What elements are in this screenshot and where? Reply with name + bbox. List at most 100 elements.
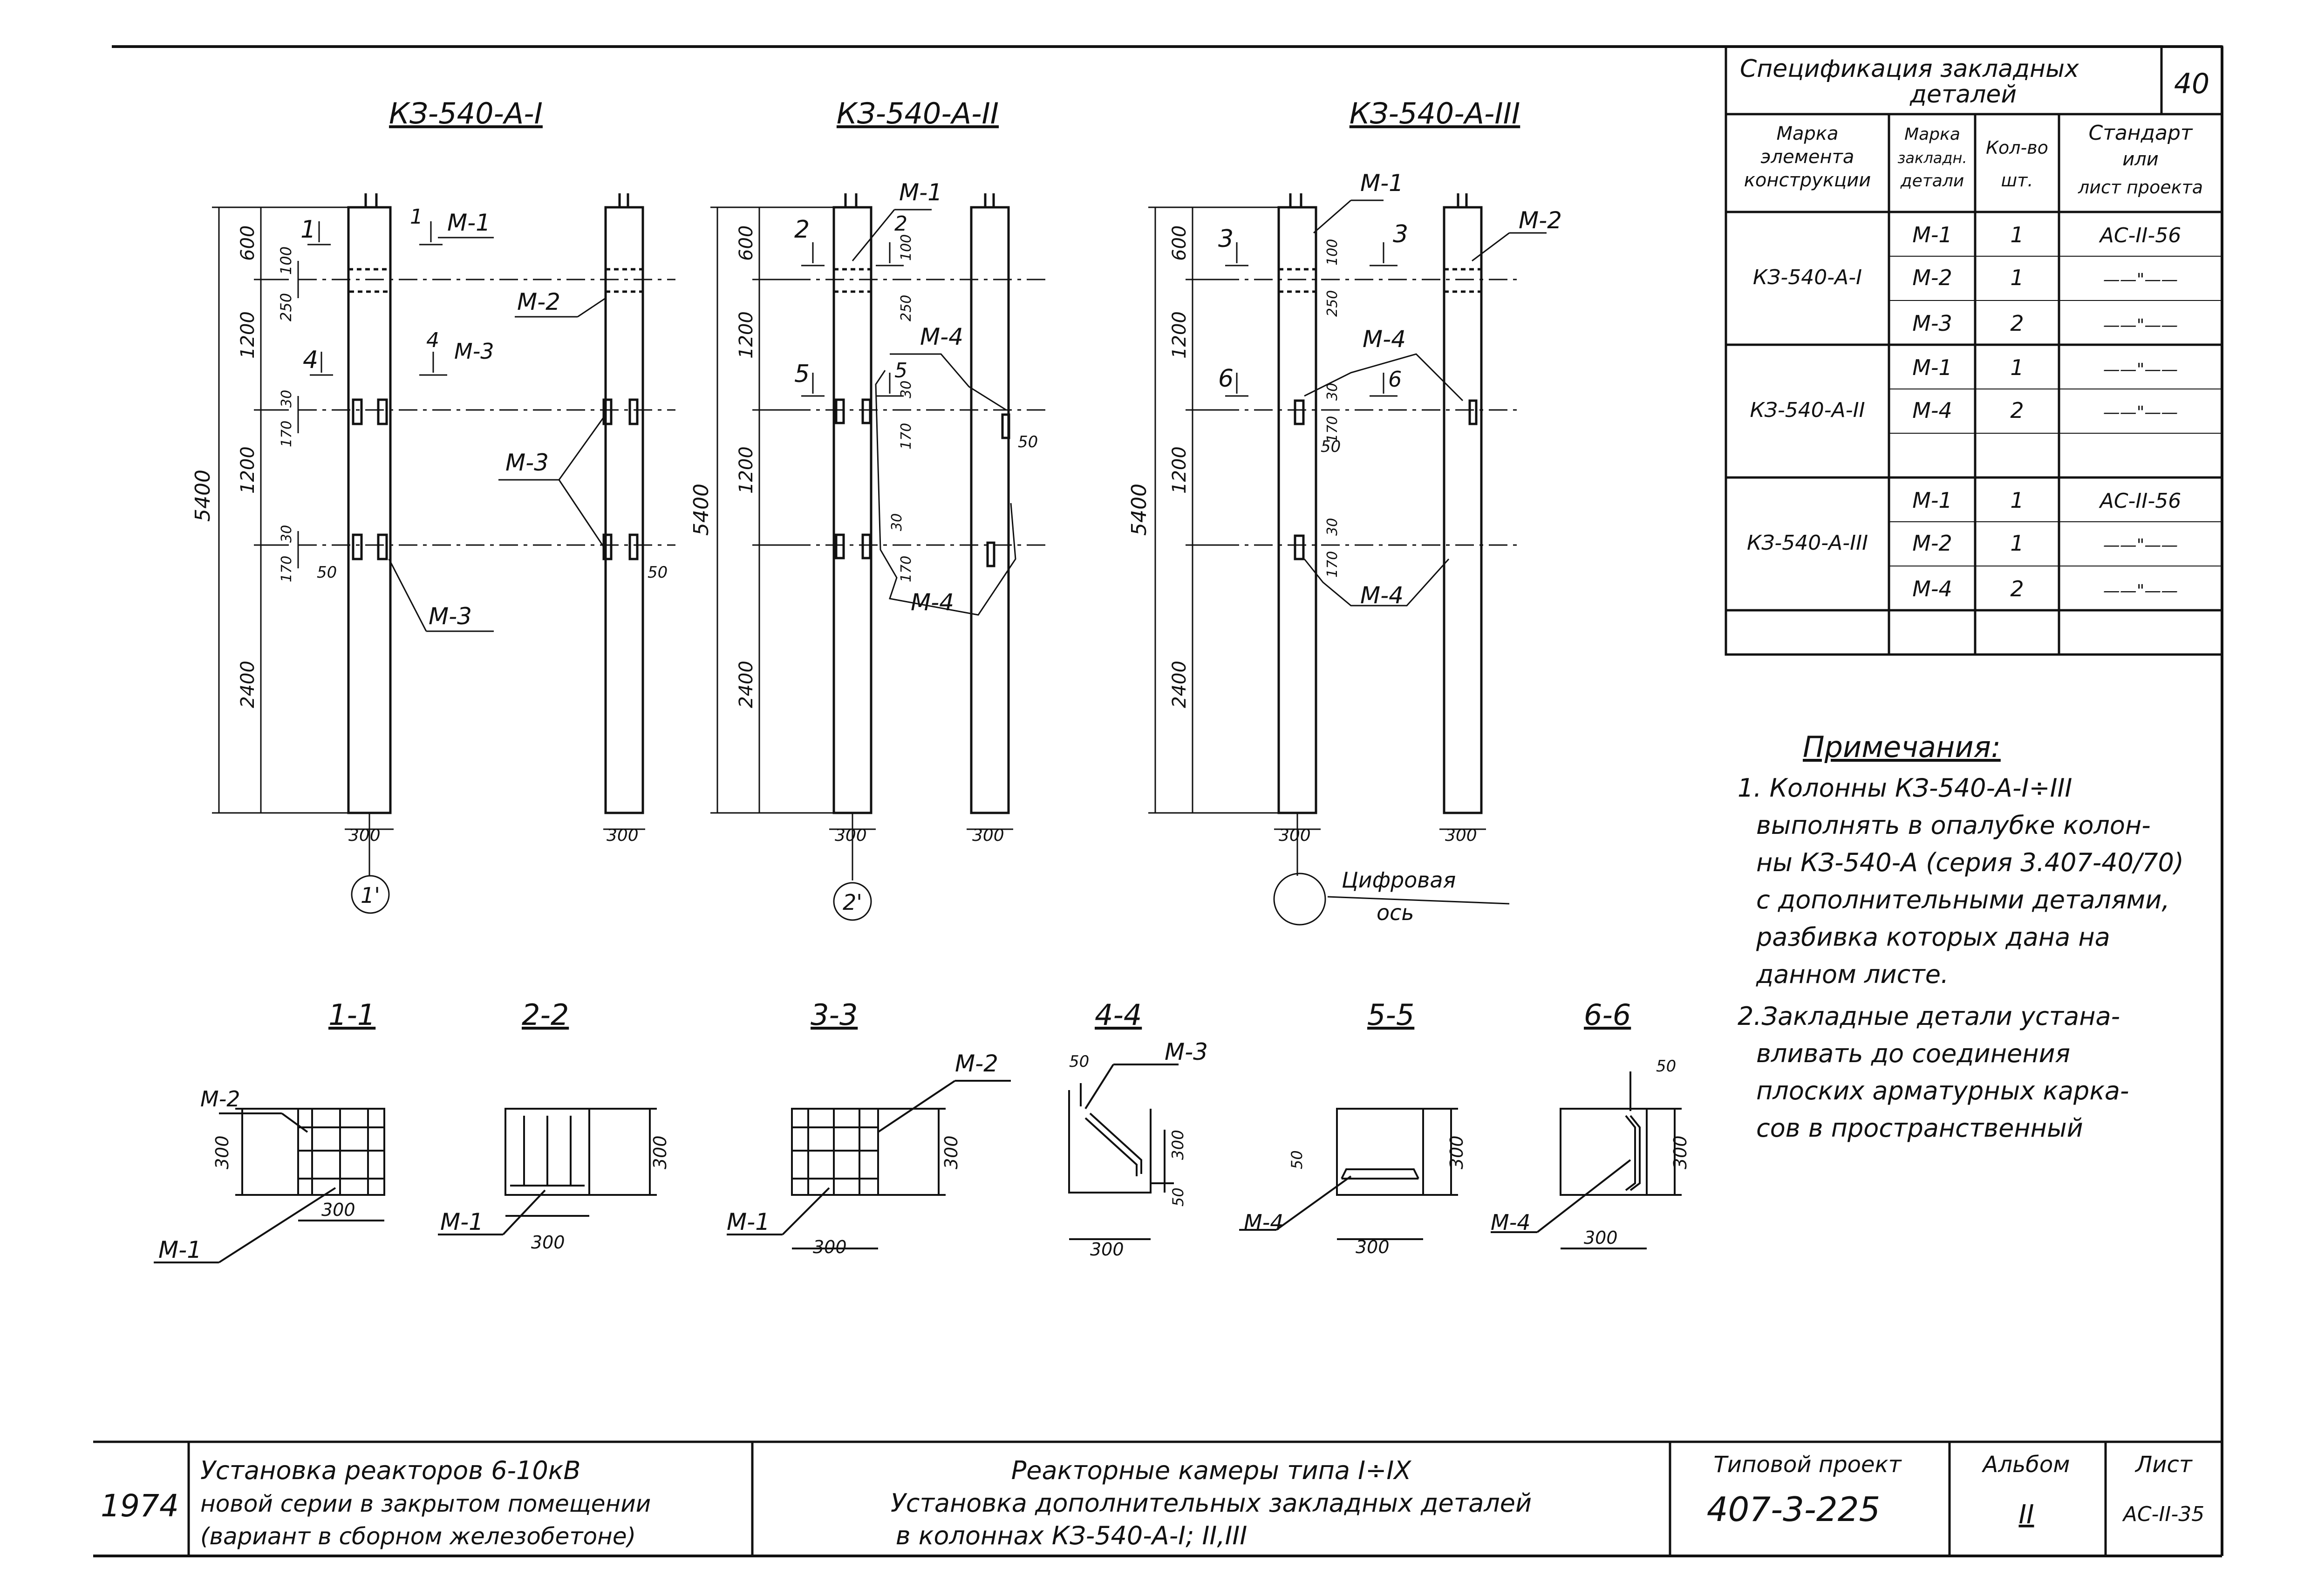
section-1-1-label: 1-1 (328, 998, 375, 1032)
notes-line-1: 1. Колонны КЗ-540-А-I÷III (1738, 773, 2072, 803)
section-2-2-label: 2-2 (522, 998, 569, 1032)
dim-30-3a: 30 (1324, 383, 1341, 401)
notes: Примечания: 1. Колонны КЗ-540-А-I÷III вы… (1738, 730, 2184, 1143)
notes-line-3: ны КЗ-540-А (серия 3.407-40/70) (1756, 848, 2184, 877)
dim-1200-3b: 1200 (1169, 446, 1190, 494)
spec-g3-r2-mark: М-2 (1912, 531, 1952, 556)
cut-mark-4-right: 4 (426, 328, 439, 352)
section-3-3: 3-3 М-2 М-1 300 300 (727, 998, 1011, 1257)
dim-1200-1b: 1200 (237, 446, 259, 494)
spec-g2-r2-mark: М-4 (1912, 398, 1952, 423)
notes-line-9: плоских арматурных карка- (1756, 1076, 2129, 1105)
cut-mark-5-left: 5 (794, 360, 810, 388)
spec-g1-r2-qty: 1 (2010, 265, 2024, 290)
dim-250-2: 250 (898, 295, 914, 321)
notes-line-2: выполнять в опалубке колон- (1756, 811, 2151, 840)
section-6-6-mark-m4: М-4 (1491, 1210, 1531, 1235)
notes-line-5: разбивка которых дана на (1756, 922, 2110, 952)
section-4-4-dim-300h: 300 (1090, 1239, 1124, 1260)
section-2-2-dim-v: 300 (650, 1135, 670, 1169)
sections: 1-1 М-2 М-1 300 300 2-2 (154, 998, 1691, 1263)
dim-2400-2: 2400 (736, 661, 757, 708)
section-5-5: 5-5 М-4 50 300 300 (1239, 998, 1467, 1257)
spec-g3-r2-qty: 1 (2010, 531, 2024, 556)
section-3-3-dim-h: 300 (813, 1237, 847, 1257)
mark-m1-col1: М-1 (447, 209, 491, 236)
dim-2400-1: 2400 (237, 661, 259, 708)
spec-g3-r3-ref: ——"—— (2103, 581, 2178, 600)
spec-g2-r1-ref: ——"—— (2103, 360, 2178, 379)
section-3-3-dim-v: 300 (941, 1135, 961, 1169)
spec-h2-l1: Марка (1904, 125, 1960, 144)
title-album-label: Альбом (1982, 1452, 2070, 1478)
spec-h3-l2: шт. (2001, 170, 2033, 191)
cut-mark-3-right: 3 (1393, 220, 1408, 248)
dim-1200-2b: 1200 (736, 446, 757, 494)
notes-heading: Примечания: (1803, 730, 2001, 764)
spec-h4-l3: лист проекта (2078, 177, 2203, 198)
section-1-1-dim-v: 300 (212, 1135, 232, 1169)
dim-1200-1a: 1200 (237, 311, 259, 359)
spec-g3-r3-qty: 2 (2010, 576, 2024, 601)
column-title-3: КЗ-540-А-III (1350, 96, 1520, 130)
title-left-line1: Установка реакторов 6-10кВ (200, 1456, 580, 1485)
cut-mark-2-left: 2 (794, 216, 810, 244)
title-block: 1974 Установка реакторов 6-10кВ новой се… (93, 1440, 2222, 1556)
dim-100-2: 100 (898, 234, 914, 261)
dim-50-1a: 50 (317, 563, 337, 582)
section-6-6-dim-50: 50 (1656, 1057, 1676, 1076)
column-1-side (604, 206, 644, 814)
spec-g1-r3-mark: М-3 (1912, 311, 1952, 336)
mark-m3-col1-side: М-3 (505, 449, 549, 476)
section-4-4-label: 4-4 (1095, 998, 1142, 1032)
spec-title-line1: Спецификация закладных (1740, 55, 2079, 83)
dim-600-3: 600 (1169, 225, 1190, 261)
cut-mark-4-left: 4 (303, 346, 318, 374)
dim-30-1a: 30 (279, 390, 295, 408)
column-2-front (832, 206, 873, 814)
spec-g1-r2-mark: М-2 (1912, 265, 1952, 290)
section-6-6-dim-v: 300 (1670, 1135, 1691, 1169)
spec-title-line2: деталей (1909, 81, 2017, 109)
notes-line-10: сов в пространственный (1756, 1113, 2083, 1143)
section-1-1-mark-m2: М-2 (200, 1086, 240, 1112)
column-titles: КЗ-540-А-I КЗ-540-А-II КЗ-540-А-III (389, 96, 1520, 130)
column-1-front (347, 206, 392, 814)
mark-m2-col1: М-2 (517, 288, 560, 315)
title-center-line3: в колоннах КЗ-540-А-I; II,III (896, 1521, 1248, 1550)
mark-m4-col3-top: М-4 (1363, 326, 1406, 353)
section-3-3-label: 3-3 (811, 998, 858, 1032)
section-4-4: 4-4 М-3 50 300 50 300 (1068, 998, 1208, 1260)
section-6-6-label: 6-6 (1584, 998, 1631, 1032)
spec-g3-r1-ref: АС-II-56 (2099, 489, 2181, 513)
title-year: 1974 (101, 1488, 179, 1524)
section-1-1-mark-m1: М-1 (158, 1236, 202, 1263)
dim-1200-2a: 1200 (736, 311, 757, 359)
dim-170-3b: 170 (1324, 551, 1341, 578)
section-1-1-dim-h: 300 (321, 1200, 355, 1220)
title-album-value: II (2018, 1500, 2034, 1530)
spec-group-1-element: КЗ-540-А-I (1753, 266, 1862, 289)
dim-total-3: 5400 (1127, 484, 1151, 536)
spec-number: 40 (2174, 68, 2209, 100)
dim-600-2: 600 (736, 225, 757, 261)
column-2-side (970, 206, 1010, 814)
dim-250-1: 250 (277, 293, 295, 321)
spec-g1-r3-qty: 2 (2010, 311, 2024, 336)
section-5-5-dim-50: 50 (1288, 1150, 1306, 1169)
spec-h4-l1: Стандарт (2088, 121, 2193, 145)
dim-250-3: 250 (1324, 290, 1341, 317)
section-3-3-mark-m1: М-1 (727, 1208, 770, 1235)
dim-50-1b: 50 (648, 563, 668, 582)
dim-600-1: 600 (237, 225, 259, 261)
dim-170-2b: 170 (898, 556, 914, 582)
dim-170-1b: 170 (279, 556, 295, 582)
spec-g3-r1-qty: 1 (2010, 488, 2024, 513)
spec-g3-r2-ref: ——"—— (2103, 536, 2178, 555)
cut-mark-1-right: 1 (410, 205, 423, 229)
spec-g3-r3-mark: М-4 (1912, 576, 1952, 601)
spec-g2-r1-qty: 1 (2010, 355, 2024, 380)
axis-marker-3 (1273, 873, 1326, 926)
cut-mark-3-left: 3 (1218, 225, 1234, 253)
